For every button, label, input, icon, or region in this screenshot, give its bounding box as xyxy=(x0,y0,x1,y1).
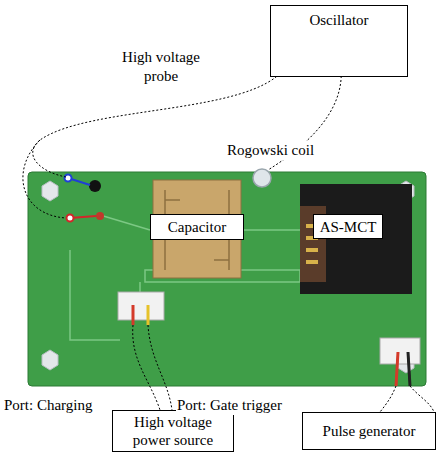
instrument-box: Oscillator xyxy=(270,5,408,77)
pcb-board xyxy=(28,172,426,386)
annotation-label: High voltage probe xyxy=(112,48,210,86)
dotted-wires xyxy=(23,68,434,412)
annotation-label: Port: Gate trigger xyxy=(176,396,283,415)
part-label-box: Capacitor xyxy=(150,214,244,240)
box-text: Pulse generator xyxy=(307,422,431,440)
instrument-box: High voltage power source xyxy=(112,410,234,452)
charging-connector xyxy=(118,292,164,320)
annotation-label: Port: Charging xyxy=(3,396,93,415)
part-label-box: AS-MCT xyxy=(313,214,383,239)
box-text: Capacitor xyxy=(155,218,239,236)
box-text: AS-MCT xyxy=(318,218,378,236)
probe-point xyxy=(89,180,101,192)
annotation-label: Rogowski coil xyxy=(226,141,315,160)
probe-point xyxy=(96,212,104,220)
as-mct-device xyxy=(300,184,412,294)
box-text: Oscillator xyxy=(275,11,403,29)
box-text: High voltage power source xyxy=(117,413,229,449)
standoffs xyxy=(42,181,414,373)
rogowski-coil xyxy=(253,169,271,187)
instrument-box: Pulse generator xyxy=(302,412,436,450)
gate-connector xyxy=(380,338,420,364)
